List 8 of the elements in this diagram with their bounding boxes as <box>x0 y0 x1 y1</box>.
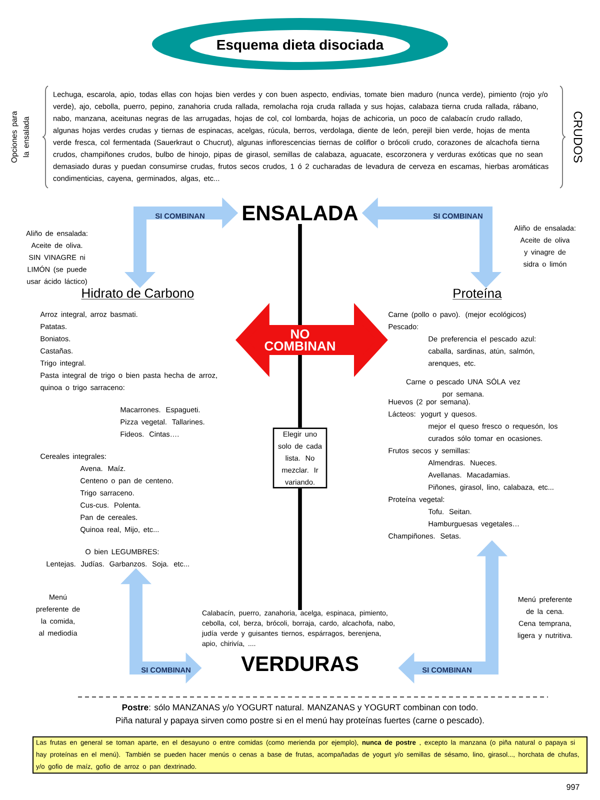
dessert-note: Piña natural y papaya sirven como postre si en el menú hay proteínas fuertes (carne o pescado). <box>116 716 484 726</box>
side-heading: CRUDOS <box>574 112 582 162</box>
page-number: 997 <box>566 784 580 790</box>
connector-line <box>298 488 302 610</box>
edge-label: NO COMBINAN <box>260 328 340 352</box>
title-banner: Esquema dieta disociada <box>152 18 448 70</box>
dessert-note: Postre: sólo MANZANAS y/o YOGURT natural. MANZANAS y YOGURT combinan con todo. <box>122 704 478 712</box>
section-heading: ENSALADA <box>243 206 358 220</box>
